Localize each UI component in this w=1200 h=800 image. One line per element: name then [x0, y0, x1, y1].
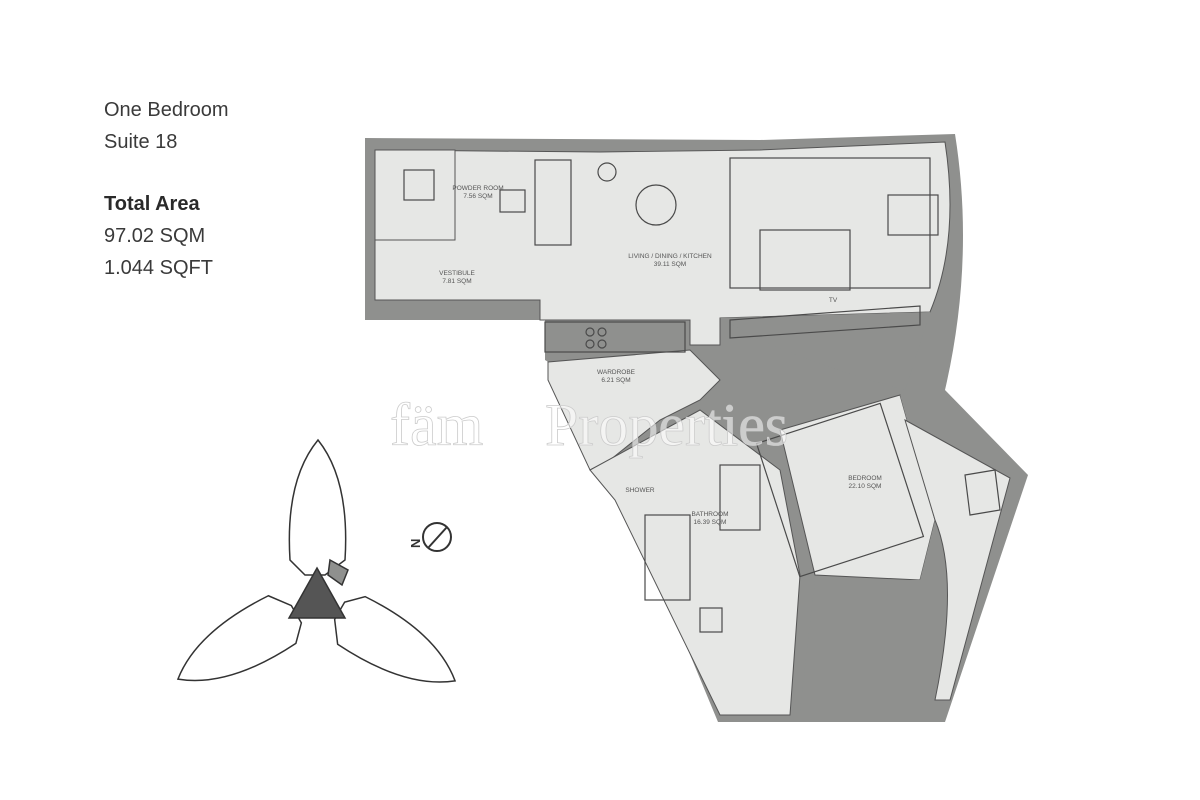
furniture	[403, 157, 1001, 633]
svg-text:fäm: fäm	[390, 392, 483, 458]
key-plan	[176, 438, 457, 683]
kitchen-counter-icon	[544, 321, 686, 353]
floor-areas	[374, 141, 1020, 716]
unit-info: One Bedroom Suite 18 Total Area 97.02 SQ…	[104, 94, 229, 284]
unit-type: One Bedroom	[104, 99, 229, 121]
north-arrow: N	[408, 522, 452, 552]
suite-highlight	[327, 558, 349, 587]
unit-suite: Suite 18	[104, 131, 178, 153]
svg-text:N: N	[408, 539, 423, 548]
total-area-heading: Total Area	[104, 193, 200, 215]
bed-icon	[729, 157, 931, 289]
vanity-icon	[719, 464, 761, 531]
bathroom-toilet-icon	[699, 607, 723, 633]
area-sqm: 97.02 SQM	[104, 225, 206, 247]
tv-unit-icon	[729, 305, 921, 339]
dining-table-icon	[635, 184, 677, 226]
area-sqft: 1.044 SQFT	[104, 257, 213, 279]
bathtub-icon	[644, 514, 691, 601]
sink-icon	[499, 189, 526, 213]
svg-text:SHOWER: SHOWER	[625, 487, 655, 494]
bedroom-bed-icon	[755, 402, 925, 578]
watermark: fäm Properties	[390, 392, 789, 459]
svg-text:TV: TV	[829, 297, 838, 304]
svg-text:Properties: Properties	[545, 392, 788, 458]
toilet-icon	[403, 169, 435, 201]
